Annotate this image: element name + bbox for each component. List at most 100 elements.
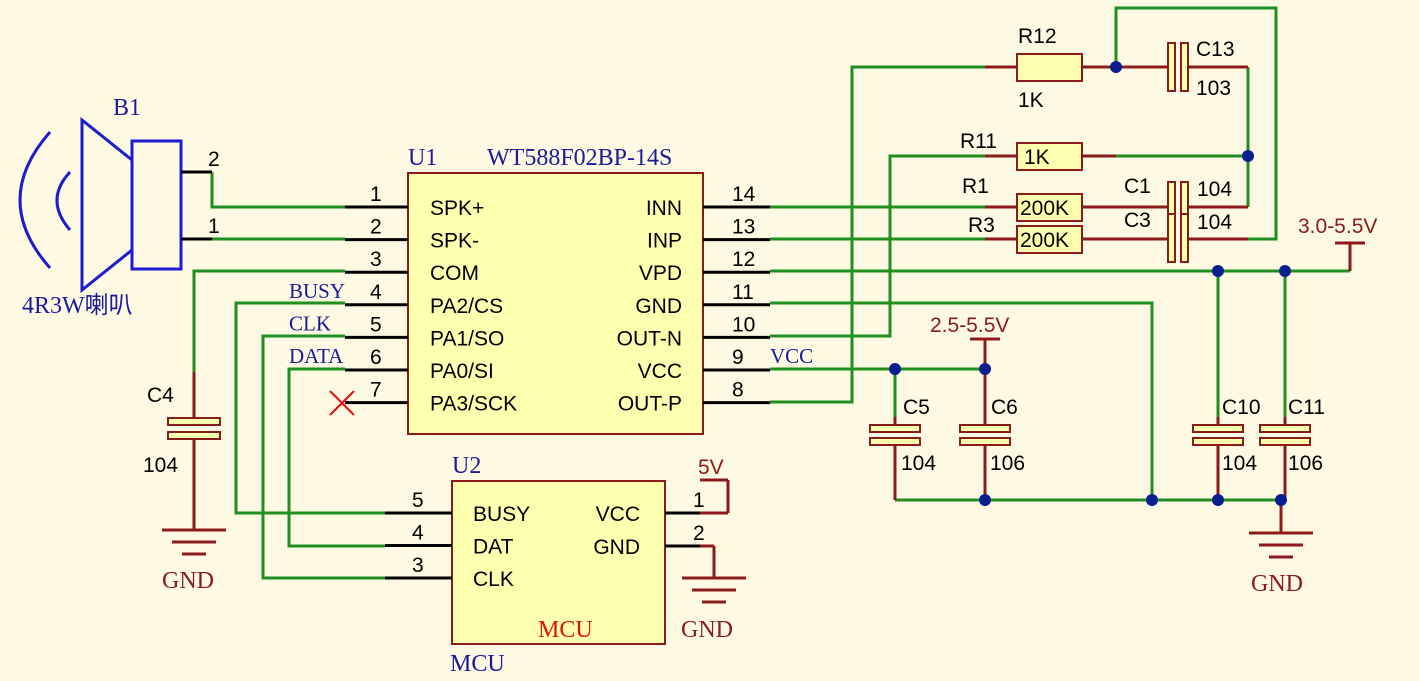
c11-ref: C11 <box>1288 396 1325 419</box>
power-vcc: 2.5-5.5V <box>930 314 1009 369</box>
c4-ref: C4 <box>147 384 174 407</box>
junction-dot <box>889 363 901 375</box>
r3-body <box>1016 225 1083 254</box>
u1-pin-number: 12 <box>732 248 755 271</box>
no-connect-icon-2 <box>329 390 355 416</box>
r1-ref: R1 <box>962 175 989 198</box>
c3-value: 104 <box>1197 211 1232 234</box>
speaker-cone-icon <box>80 116 134 294</box>
junction-dot <box>1212 494 1224 506</box>
speaker-pin-1-num: 1 <box>208 215 220 238</box>
u1-pin-name: PA2/CS <box>430 295 503 318</box>
wire-gnd <box>770 301 1154 500</box>
junction-dot <box>1110 61 1122 73</box>
u1-pin-number: 14 <box>732 183 756 206</box>
junction-dot <box>1275 494 1287 506</box>
c11-value: 106 <box>1288 452 1323 475</box>
junction-dot <box>979 494 991 506</box>
r12-value: 1K <box>1018 89 1044 112</box>
wire-busy <box>234 301 385 515</box>
u1-pin-name: INN <box>646 197 682 220</box>
ground-left: GND <box>162 528 226 594</box>
capacitor-c3: C3 104 <box>1124 209 1248 263</box>
u2-body <box>451 480 666 645</box>
u1-pin-name: COM <box>430 262 479 285</box>
c1-ref: C1 <box>1124 175 1151 198</box>
junction-dot <box>1279 265 1291 277</box>
u1-pin-number: 6 <box>370 346 382 369</box>
u2-pin-number: 1 <box>693 489 705 512</box>
u1-pin-name: VCC <box>638 360 682 383</box>
u2-pin-number: 4 <box>412 522 424 545</box>
c13-value: 103 <box>1196 77 1231 100</box>
c6-value: 106 <box>990 452 1025 475</box>
c3-ref: C3 <box>1124 209 1151 232</box>
ground-right-label: GND <box>1251 571 1303 597</box>
wire-out-p <box>770 65 985 404</box>
ground-mcu-label: GND <box>681 617 733 643</box>
u2-pin-number: 2 <box>693 522 705 545</box>
u1-pin-name: INP <box>647 230 682 253</box>
u2-comment: MCU <box>538 617 593 643</box>
r12-body <box>1016 53 1083 82</box>
u1-pin-number: 8 <box>732 379 744 402</box>
r3-value: 200K <box>1020 229 1069 252</box>
c10-value: 104 <box>1222 452 1257 475</box>
u1-pin-name: PA3/SCK <box>430 393 517 416</box>
u1-left-pins: 1SPK+2SPK-3COM4PA2/CSBUSY5PA1/SOCLK6PA0/… <box>289 183 517 416</box>
r12-ref: R12 <box>1018 25 1057 48</box>
capacitor-c11: C11 106 <box>1259 396 1325 500</box>
junction-dot <box>979 363 991 375</box>
r11-value: 1K <box>1024 146 1050 169</box>
capacitor-c4: C4 104 <box>143 372 221 530</box>
u2-pin-name: VCC <box>596 503 640 526</box>
c1-value: 104 <box>1197 178 1232 201</box>
r11-body <box>1016 142 1083 171</box>
speaker-designator: B1 <box>113 95 141 121</box>
u1-pin-name: PA0/SI <box>430 360 494 383</box>
wire-feedback-top <box>1114 6 1278 241</box>
u2-pin-name: DAT <box>473 536 514 559</box>
resistor-r12: R12 1K <box>985 25 1116 112</box>
wires <box>192 6 1350 580</box>
resistor-r11: R11 1K <box>960 130 1116 171</box>
u1-pin-number: 5 <box>370 313 382 336</box>
u2-pin-name: BUSY <box>473 503 530 526</box>
capacitor-c6: C6 106 <box>959 369 1025 500</box>
wire-com-c4 <box>192 269 345 372</box>
vpd-label: 3.0-5.5V <box>1298 215 1377 238</box>
u2-pin-number: 5 <box>412 489 424 512</box>
net-label: VCC <box>770 344 813 368</box>
u2-pin-name: GND <box>593 536 640 559</box>
speaker-b1: B1 2 1 4R3W喇叭 <box>18 95 220 319</box>
u1-pin-number: 2 <box>370 216 382 239</box>
junctions <box>889 61 1291 506</box>
net-label: DATA <box>289 344 344 368</box>
u1-pin-number: 1 <box>370 183 382 206</box>
capacitor-c10: C10 104 <box>1192 396 1261 500</box>
u1-pin-number: 13 <box>732 216 755 239</box>
u1-pin-name: GND <box>635 295 682 318</box>
r1-value: 200K <box>1020 197 1069 220</box>
junction-dot <box>1242 150 1254 162</box>
capacitor-c13: C13 103 <box>1116 38 1248 100</box>
c5-value: 104 <box>901 452 936 475</box>
resistor-r1: R1 200K <box>962 175 1168 222</box>
u1-pin-number: 4 <box>370 281 382 304</box>
ground-mcu: GND <box>681 544 746 643</box>
u1-designator: U1 <box>408 145 437 171</box>
u2-pin-name: CLK <box>473 568 514 591</box>
c5-ref: C5 <box>903 396 930 419</box>
capacitor-c5: C5 104 <box>869 396 936 500</box>
r11-ref: R11 <box>960 130 997 153</box>
junction-dot <box>1146 494 1158 506</box>
sound-wave-outer-icon <box>18 131 52 269</box>
ground-left-label: GND <box>162 568 214 594</box>
c13-ref: C13 <box>1196 38 1235 61</box>
power-vpd: 3.0-5.5V <box>1298 215 1377 271</box>
junction-dot <box>1212 265 1224 277</box>
u1-pin-name: SPK+ <box>430 197 484 220</box>
